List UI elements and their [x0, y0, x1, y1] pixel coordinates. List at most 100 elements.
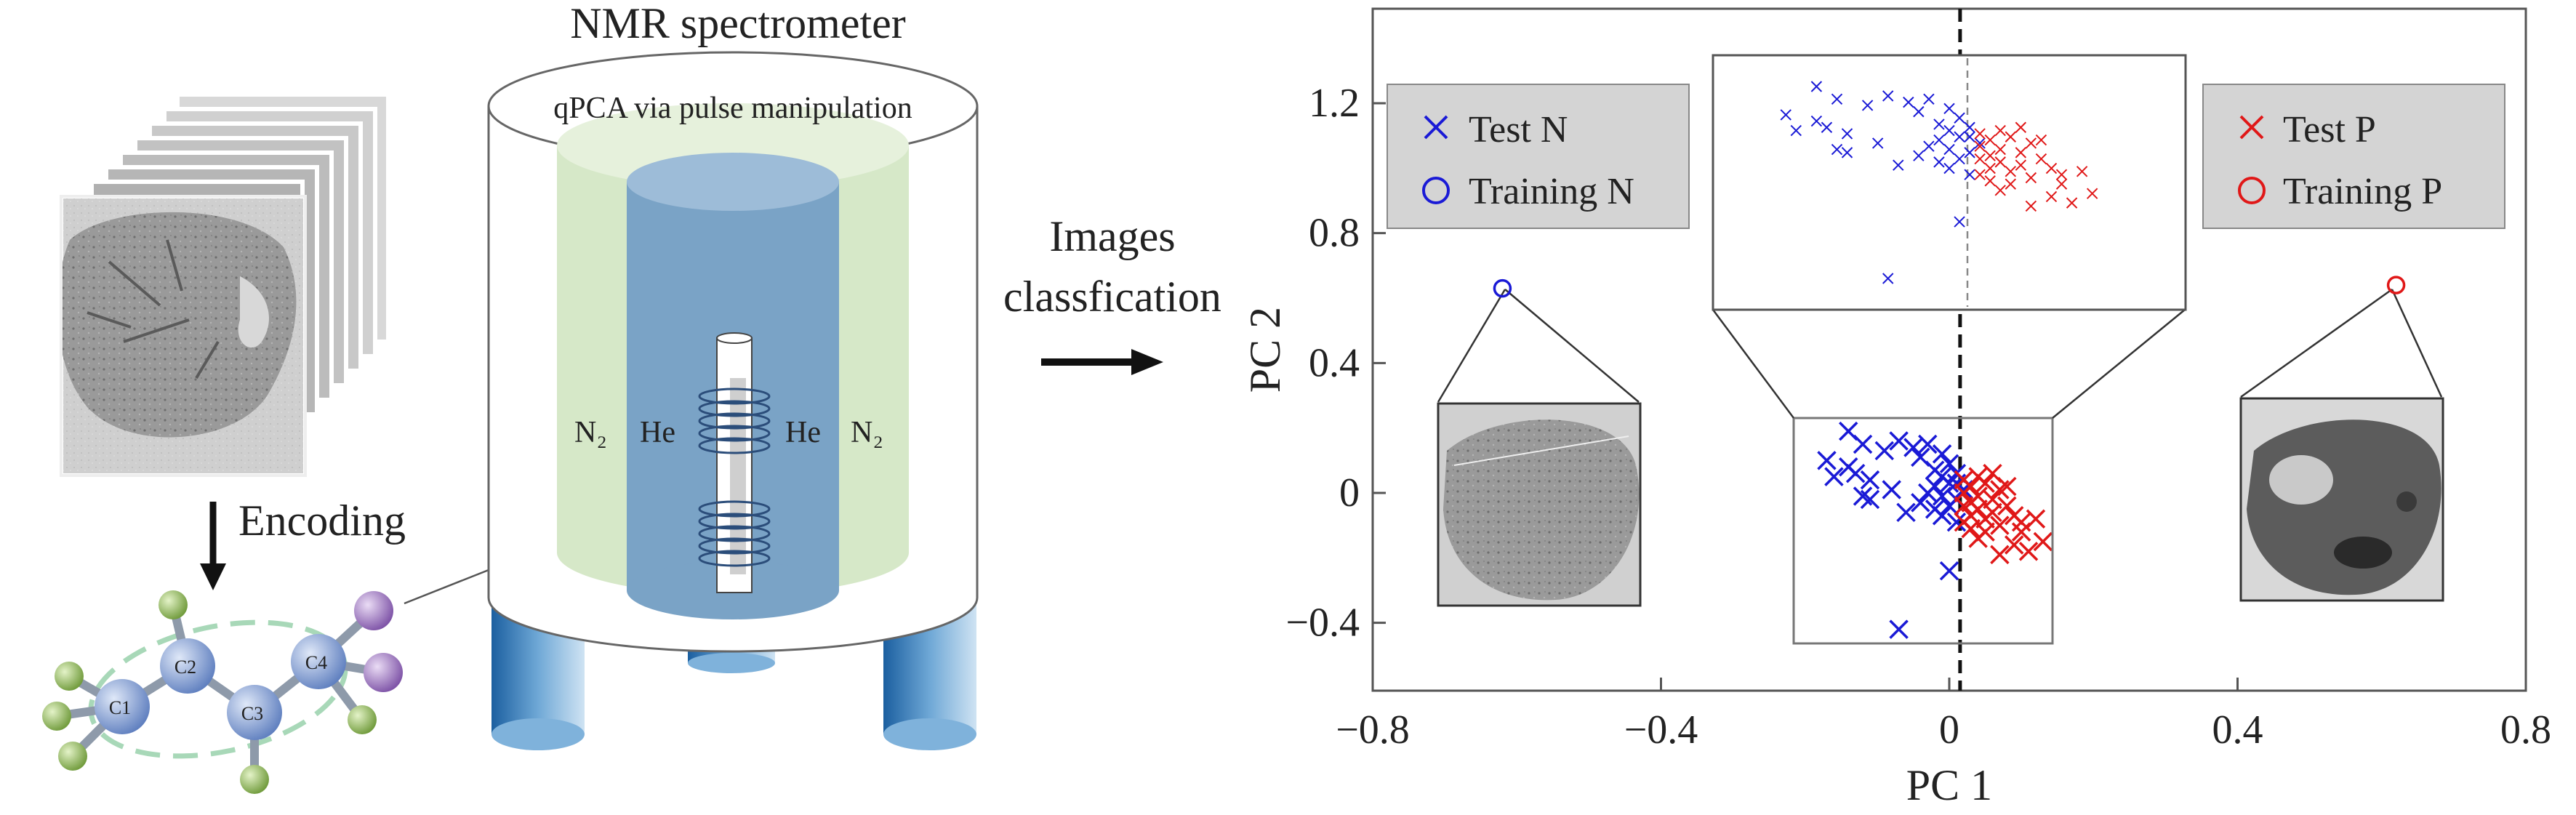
test-n-marker [1939, 561, 1959, 581]
test-p-marker [2026, 509, 2046, 529]
inset-test-p-marker [2005, 166, 2016, 177]
encoding-arrow [200, 502, 226, 590]
inset-test-p-marker [2035, 153, 2047, 165]
y-tick-label: 0.4 [1309, 340, 1360, 385]
inset-test-n-marker [1964, 147, 1975, 158]
inset-test-n-marker [1933, 156, 1945, 168]
inset-test-p-marker [2055, 169, 2068, 180]
test-p-marker [2033, 531, 2053, 552]
inset-test-n-marker [1831, 93, 1843, 105]
test-n-marker [1911, 493, 1930, 513]
test-p-marker [1997, 476, 2017, 497]
atom-c4 [291, 634, 346, 689]
inset-test-n-marker [1882, 90, 1894, 102]
zoom-inset [1712, 54, 2187, 311]
inset-test-n-marker [1974, 137, 1986, 149]
y-axis-label: PC 2 [1241, 307, 1289, 393]
x-tick-label: −0.8 [1336, 707, 1410, 752]
inset-test-n-marker [1954, 131, 1965, 142]
test-p-marker [1990, 515, 2010, 535]
inset-test-n-marker [1923, 93, 1935, 105]
inset-test-p-marker [1974, 128, 1986, 140]
inset-test-n-marker [1943, 103, 1955, 114]
inset-test-n-marker [1893, 159, 1904, 171]
data-markers [1817, 421, 2053, 639]
inset-test-p-marker [1984, 175, 1996, 187]
inset-test-p-marker [2076, 166, 2088, 177]
legend-test-n-label: Test N [1469, 109, 1568, 150]
legend-test-n-marker [1424, 115, 1448, 140]
ct-front-slice [61, 196, 305, 475]
legend-training-n-marker [1422, 177, 1450, 204]
molecule-carbon-atoms [95, 634, 346, 740]
legend-test-p-label: Test P [2283, 109, 2376, 150]
test-p-marker [2011, 512, 2031, 532]
inset-test-p-marker [1984, 150, 1996, 161]
atom-c3-label: C3 [241, 703, 263, 724]
inset-test-n-marker [1831, 143, 1843, 156]
classification-label-line2: classfication [1003, 273, 1221, 321]
inset-test-p-marker [1994, 156, 2006, 168]
inset-test-n-marker [1841, 128, 1853, 140]
zoom-selection-box [1792, 417, 2054, 645]
inset-test-n-marker [1913, 150, 1925, 161]
test-n-marker [1896, 502, 1916, 523]
training-p-point [2386, 276, 2406, 294]
zoom-connector-right [2052, 309, 2186, 419]
test-n-marker [1874, 441, 1895, 461]
test-p-marker [1968, 529, 1988, 548]
legend-training-n-label: Training N [1469, 171, 1634, 212]
test-p-marker [1997, 496, 2017, 516]
molecule-hydrogen-atoms [42, 590, 377, 794]
test-n-marker [1889, 431, 1909, 451]
inset-test-p-marker [2025, 172, 2037, 184]
test-p-marker [1961, 518, 1981, 539]
inset-test-p-marker [2066, 197, 2078, 209]
label-he-left: He [640, 416, 675, 449]
inset-test-p-marker [2025, 137, 2037, 149]
atom-c1-label: C1 [109, 697, 131, 718]
test-n-marker [1932, 506, 1952, 526]
inset-test-n-marker [1964, 131, 1975, 142]
inset-test-p-marker [2045, 162, 2058, 174]
y-tick-label: 0 [1339, 470, 1360, 515]
rf-coils [698, 388, 771, 567]
test-n-marker [1882, 480, 1901, 499]
inset-test-n-marker [1954, 153, 1965, 165]
test-n-marker [1939, 473, 1959, 493]
zoom-connector-left [1712, 309, 1795, 419]
inset-test-p-marker [1994, 185, 2006, 196]
test-n-marker [1939, 454, 1959, 474]
x-tick-label: 0.8 [2500, 707, 2551, 752]
test-n-marker [1903, 438, 1923, 457]
y-tick-label: 1.2 [1309, 81, 1360, 126]
x-axis-label: PC 1 [1906, 761, 1992, 809]
label-he-right: He [785, 416, 821, 449]
training-n-point [1493, 278, 1512, 298]
atom-c3 [227, 685, 282, 740]
inset-test-p-marker [2086, 188, 2098, 199]
inset-test-p-marker [2015, 147, 2027, 158]
inset-test-p-marker [1974, 169, 1986, 180]
inset-test-p-marker [1984, 134, 1996, 146]
inset-test-n-marker [1903, 96, 1914, 108]
test-p-marker [1990, 545, 2010, 565]
inset-test-n-marker [1790, 124, 1802, 137]
y-axis-ticks: −0.400.40.81.2 [1285, 81, 1386, 646]
training-p-thumbnail [2239, 288, 2444, 602]
test-n-marker [1918, 483, 1938, 503]
inset-test-n-marker [1923, 140, 1935, 152]
atom-c4-label: C4 [305, 652, 327, 673]
y-tick-label: 0.8 [1309, 211, 1360, 256]
test-n-marker [1845, 463, 1866, 483]
molecule: C1 C2 C3 C4 [42, 590, 403, 794]
molecule-halogen-atoms [354, 591, 403, 692]
legend-training-p-label: Training P [2283, 171, 2442, 212]
inset-test-n-marker [1964, 169, 1975, 180]
test-n-marker [1860, 470, 1880, 490]
inset-test-p-marker [1994, 143, 2006, 156]
atom-c2-label: C2 [174, 657, 196, 678]
test-n-marker [1824, 467, 1844, 486]
